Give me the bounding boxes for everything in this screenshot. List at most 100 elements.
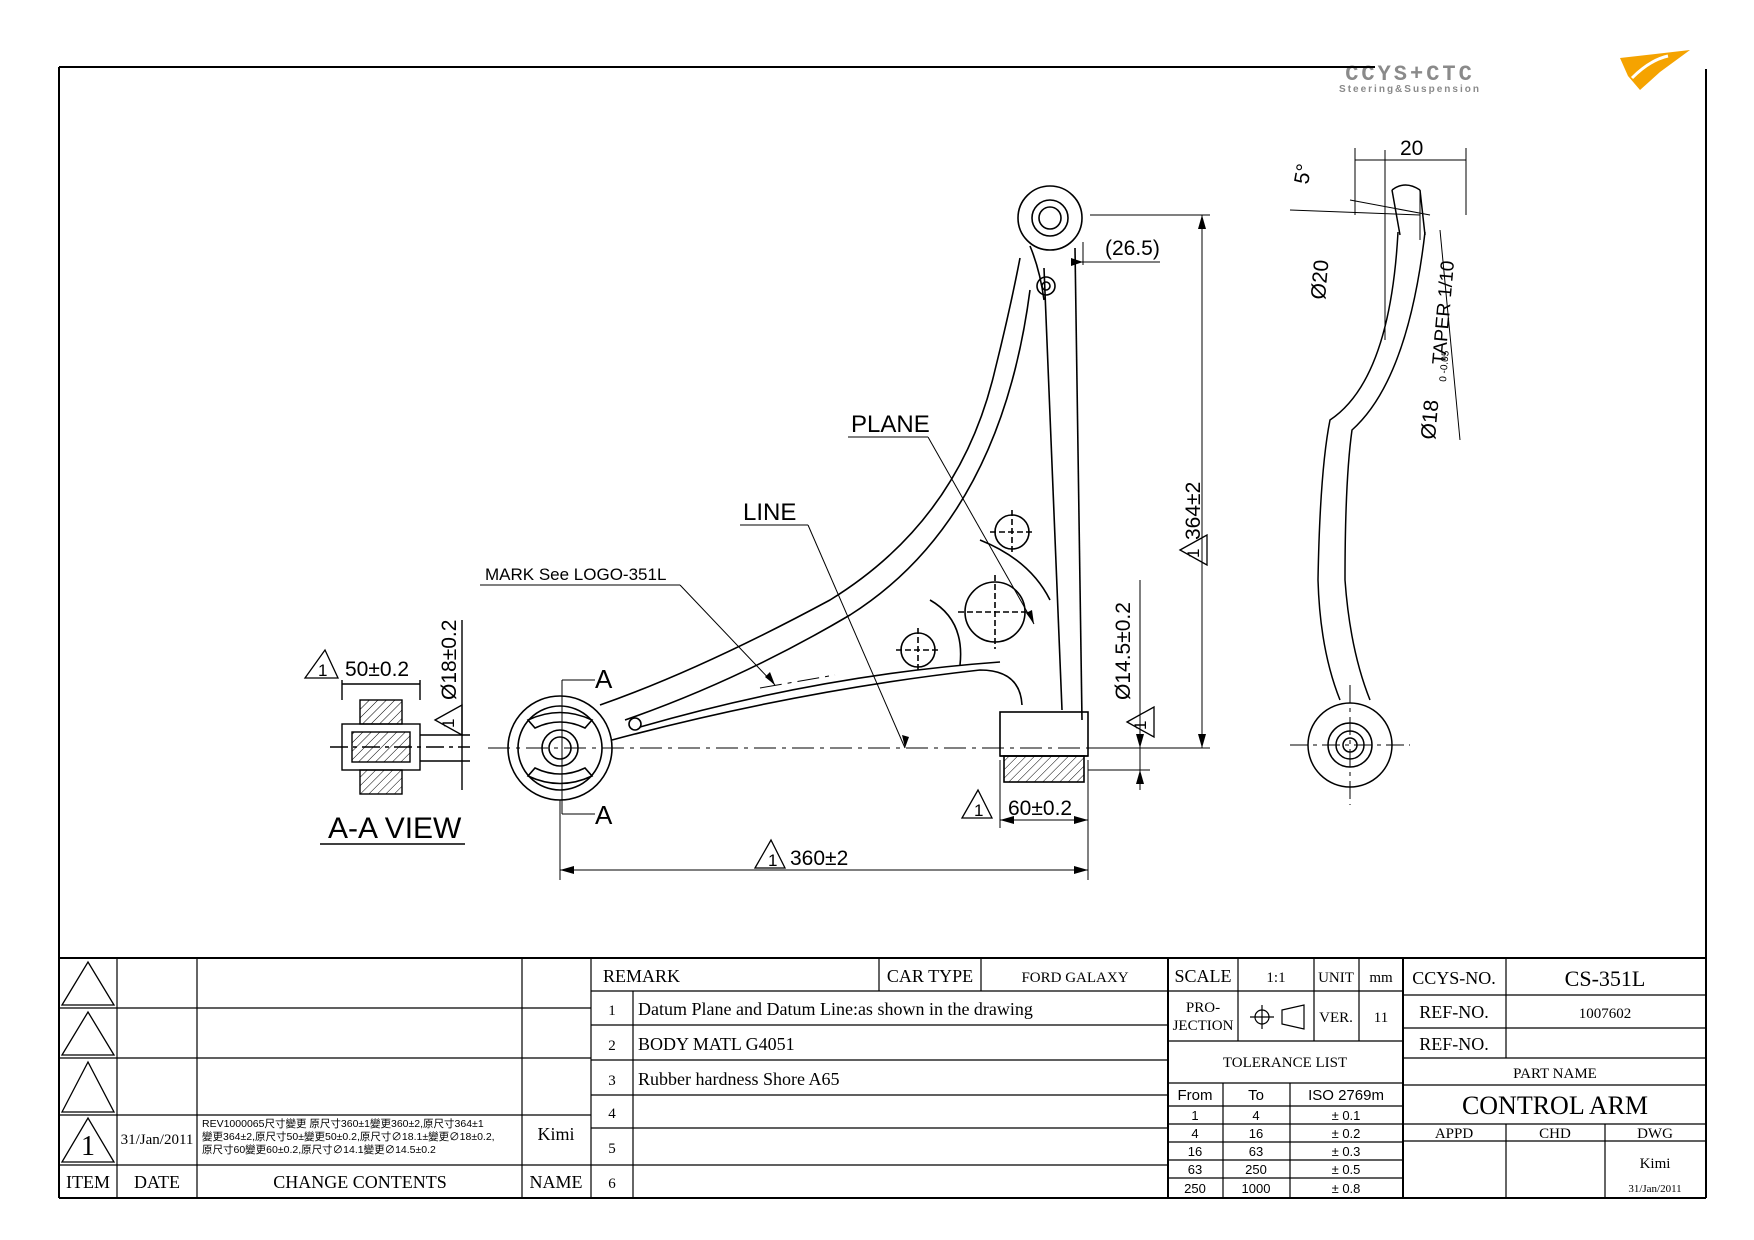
ccys-no-label: CCYS-NO.: [1412, 968, 1496, 988]
scale-value: 1:1: [1266, 970, 1285, 986]
part-name-label: PART NAME: [1513, 1066, 1597, 1082]
rev-name: Kimi: [537, 1124, 574, 1144]
control-arm-plan-view: [507, 185, 1089, 801]
plane-label: PLANE: [851, 411, 930, 438]
svg-text:To: To: [1248, 1087, 1264, 1104]
header-date: DATE: [134, 1172, 180, 1192]
svg-text:6: 6: [608, 1176, 616, 1192]
ver-label: VER.: [1319, 1010, 1353, 1026]
svg-text:16: 16: [1249, 1126, 1263, 1141]
svg-text:250: 250: [1245, 1162, 1267, 1177]
revision-marks: 1 1 1 1 1 1: [318, 549, 1203, 870]
dim-side-phi20: Ø20: [1307, 259, 1333, 301]
remark-items: 1 Datum Plane and Datum Line:as shown in…: [608, 999, 1033, 1192]
projection-symbol-icon: [1250, 1004, 1305, 1030]
svg-text:From: From: [1178, 1087, 1213, 1104]
svg-text:± 0.3: ± 0.3: [1332, 1144, 1361, 1159]
sheet-border: [58, 66, 1707, 1199]
unit-value: mm: [1369, 970, 1393, 986]
svg-text:BODY MATL G4051: BODY MATL G4051: [638, 1034, 795, 1054]
revision-triangles: [303, 533, 1208, 869]
company-logo: CCYS+CTC Steering&Suspension: [1339, 50, 1690, 95]
section-a-top-label: A: [595, 664, 613, 694]
svg-text:250: 250: [1184, 1181, 1206, 1196]
ref-no-value: 1007602: [1579, 1006, 1632, 1022]
line-label: LINE: [743, 499, 796, 526]
header-name: NAME: [530, 1172, 583, 1192]
svg-text:4: 4: [1252, 1108, 1259, 1123]
dim-side-taper-text: TAPER 1/10: [1429, 260, 1459, 366]
rev-change-line-2: 變更364±2,原尺寸50±變更50±0.2,原尺寸∅18.1±變更∅18±0.…: [202, 1130, 495, 1143]
scale-label: SCALE: [1174, 966, 1231, 986]
svg-text:± 0.5: ± 0.5: [1332, 1162, 1361, 1177]
tolerance-table: From To ISO 2769m 1 4 ± 0.1 4 16 ± 0.2 1…: [1178, 1087, 1384, 1196]
svg-text:± 0.2: ± 0.2: [1332, 1126, 1361, 1141]
leader-lines: [480, 436, 1035, 815]
dim-side-5deg: 5°: [1290, 162, 1316, 186]
appd-label: APPD: [1435, 1126, 1474, 1142]
svg-text:Datum Plane and Datum Line:as: Datum Plane and Datum Line:as shown in t…: [638, 999, 1033, 1019]
dim-360: 360±2: [790, 847, 848, 870]
svg-text:± 0.1: ± 0.1: [1332, 1108, 1361, 1123]
dim-14-5: Ø14.5±0.2: [1112, 602, 1135, 700]
projection-label-2: JECTION: [1173, 1018, 1234, 1034]
svg-text:16: 16: [1188, 1144, 1202, 1159]
part-name-value: CONTROL ARM: [1462, 1091, 1648, 1120]
rev-change-line-1: REV1000065尺寸變更 原尺寸360±1變更360±2,原尺寸364±1: [202, 1117, 484, 1130]
svg-text:3: 3: [608, 1073, 616, 1089]
tolerance-title: TOLERANCE LIST: [1223, 1055, 1347, 1071]
dim-50: 50±0.2: [345, 658, 409, 681]
logo-tagline: Steering&Suspension: [1339, 84, 1481, 95]
dwg-label: DWG: [1637, 1126, 1673, 1142]
rev-date: 31/Jan/2011: [121, 1132, 194, 1148]
dim-26-5: (26.5): [1105, 237, 1160, 260]
title-block-grid: [59, 957, 1706, 1198]
svg-text:63: 63: [1249, 1144, 1263, 1159]
control-arm-side-view: [1290, 184, 1426, 805]
mark-logo-label: MARK See LOGO-351L: [485, 565, 666, 584]
dim-18: Ø18±0.2: [438, 620, 461, 700]
svg-text:ISO 2769m: ISO 2769m: [1308, 1087, 1384, 1104]
dim-side-taper-dia: Ø18: [1417, 399, 1443, 441]
svg-text:Rubber hardness Shore A65: Rubber hardness Shore A65: [638, 1069, 839, 1089]
dim-side-taper-tol: 0 -0.05: [1438, 350, 1452, 382]
dwg-name: Kimi: [1640, 1156, 1671, 1172]
aa-view-label: A-A VIEW: [328, 812, 462, 845]
header-change: CHANGE CONTENTS: [273, 1172, 447, 1192]
svg-text:2: 2: [608, 1038, 616, 1054]
title-revision-triangles: [60, 960, 116, 1163]
svg-text:1000: 1000: [1242, 1181, 1271, 1196]
unit-label: UNIT: [1318, 970, 1354, 986]
dim-side-20: 20: [1400, 137, 1423, 160]
car-type-value: FORD GALAXY: [1021, 970, 1128, 986]
chd-label: CHD: [1539, 1126, 1571, 1142]
dim-60: 60±0.2: [1008, 797, 1072, 820]
svg-text:± 0.8: ± 0.8: [1332, 1181, 1361, 1196]
dwg-date: 31/Jan/2011: [1628, 1183, 1681, 1195]
svg-text:1: 1: [768, 851, 777, 870]
ccys-no-value: CS-351L: [1565, 966, 1646, 991]
svg-text:4: 4: [1191, 1126, 1198, 1141]
car-type-label: CAR TYPE: [887, 966, 973, 986]
datum-centerlines: [488, 674, 1100, 749]
dimension-lines: [559, 214, 1210, 880]
svg-text:1: 1: [439, 719, 458, 728]
projection-label-1: PRO-: [1186, 1000, 1220, 1016]
svg-text:1: 1: [974, 801, 983, 820]
svg-text:1: 1: [1131, 721, 1150, 730]
logo-swoosh-icon: [1620, 50, 1690, 90]
section-a-bottom-label: A: [595, 800, 613, 830]
header-item: ITEM: [66, 1172, 110, 1192]
rev-change-line-3: 原尺寸60變更60±0.2,原尺寸∅14.1變更∅14.5±0.2: [202, 1143, 436, 1156]
ver-value: 11: [1374, 1010, 1388, 1026]
side-view-dims: [1289, 148, 1467, 441]
svg-text:1: 1: [1184, 549, 1203, 558]
ref-no2-label: REF-NO.: [1419, 1034, 1489, 1054]
ref-no-label: REF-NO.: [1419, 1002, 1489, 1022]
svg-text:63: 63: [1188, 1162, 1202, 1177]
aa-section-view: [330, 620, 470, 795]
rev-item-number: 1: [81, 1131, 95, 1162]
svg-text:1: 1: [608, 1003, 616, 1019]
svg-text:4: 4: [608, 1106, 616, 1122]
